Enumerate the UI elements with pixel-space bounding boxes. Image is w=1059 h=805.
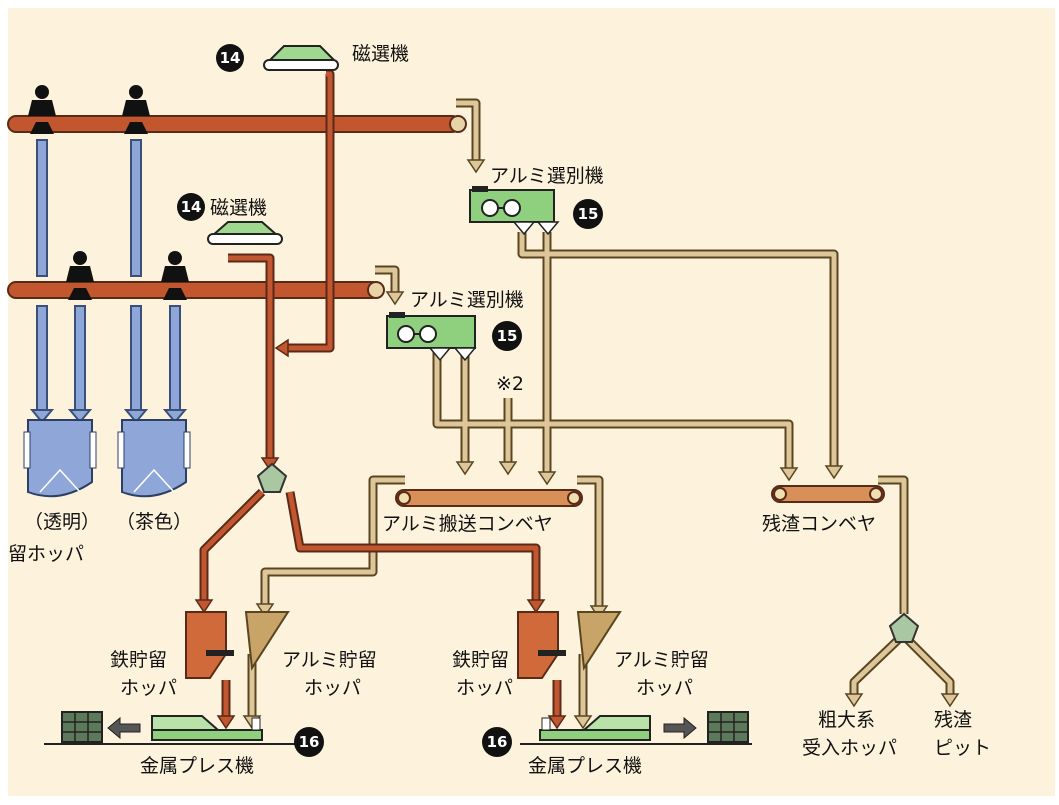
lower-sorting-conveyor <box>7 281 385 299</box>
label-residue-pit-2: ピット <box>934 737 991 759</box>
label-aluminium-hopper-right-1: アルミ貯留 <box>614 649 709 671</box>
svg-text:15: 15 <box>578 205 599 223</box>
label-aluminium-hopper-right-2: ホッパ <box>636 677 693 699</box>
tan-flow-lines <box>249 100 953 716</box>
iron-flow-lines <box>201 71 560 716</box>
storage-hopper-icon <box>244 611 290 671</box>
magnetic-separator-icon <box>263 45 339 71</box>
magnetic-separator-icon <box>207 221 283 245</box>
label-coarse-line-2: 受入ホッパ <box>802 737 897 759</box>
badge-15-mid: 15 <box>492 321 522 351</box>
svg-text:16: 16 <box>487 733 508 751</box>
svg-text:15: 15 <box>497 327 518 345</box>
badge-16-left: 16 <box>294 727 324 757</box>
label-residue-conveyor: 残渣コンベヤ <box>762 513 876 535</box>
svg-text:14: 14 <box>181 198 202 216</box>
label-iron-hopper-right-1: 鉄貯留 <box>452 649 509 671</box>
storage-hopper-icon <box>517 611 566 679</box>
residue-splitter <box>888 612 920 643</box>
label-magnetic-separator-mid: 磁選機 <box>210 197 267 219</box>
aluminium-transfer-conveyor <box>395 489 583 507</box>
bale-icon <box>61 711 103 743</box>
storage-hopper-icon <box>185 611 234 679</box>
glass-flow-lines <box>29 139 188 424</box>
label-aluminium-separator-top: アルミ選別機 <box>490 165 604 187</box>
label-aluminium-hopper-left-1: アルミ貯留 <box>282 649 377 671</box>
label-iron-hopper-left-2: ホッパ <box>120 677 177 699</box>
storage-hopper-icon <box>576 611 622 671</box>
svg-text:14: 14 <box>220 49 241 67</box>
label-brown-glass: （茶色） <box>116 511 192 533</box>
label-magnetic-separator-top: 磁選機 <box>352 43 409 65</box>
metal-press-icon <box>520 715 752 745</box>
upper-sorting-conveyor <box>7 115 467 133</box>
worker-icon <box>28 85 56 134</box>
metal-press-icon <box>44 715 300 745</box>
aluminium-separator-icon <box>469 186 560 236</box>
label-residue-pit-1: 残渣 <box>934 709 972 731</box>
label-metal-press-right: 金属プレス機 <box>528 755 642 777</box>
glass-bin-brown <box>117 419 191 498</box>
worker-icon <box>66 251 94 300</box>
label-iron-hopper-left-1: 鉄貯留 <box>110 649 167 671</box>
svg-text:16: 16 <box>299 733 320 751</box>
label-note-2: ※2 <box>496 373 524 395</box>
label-hopper-partial: 留ホッパ <box>8 543 84 565</box>
label-aluminium-hopper-left-2: ホッパ <box>304 677 361 699</box>
badge-14-top: 14 <box>216 44 244 72</box>
label-clear-glass: （透明） <box>24 511 100 533</box>
aluminium-separator-icon <box>386 312 477 362</box>
label-aluminium-conveyor: アルミ搬送コンベヤ <box>382 513 553 535</box>
label-metal-press-left: 金属プレス機 <box>140 755 254 777</box>
badge-16-right: 16 <box>482 727 512 757</box>
label-aluminium-separator-mid: アルミ選別機 <box>410 289 524 311</box>
badge-15-top: 15 <box>573 199 603 229</box>
bale-icon <box>707 711 749 743</box>
label-coarse-line-1: 粗大系 <box>818 709 875 731</box>
output-arrow-right-icon <box>663 716 697 740</box>
label-iron-hopper-right-2: ホッパ <box>456 677 513 699</box>
badge-14-mid: 14 <box>177 193 205 221</box>
glass-bin-clear <box>23 419 97 498</box>
worker-icon <box>122 85 150 134</box>
output-arrow-left-icon <box>107 716 141 740</box>
residue-conveyor <box>771 485 885 503</box>
iron-arrowheads <box>194 338 567 730</box>
iron-splitter <box>256 462 288 493</box>
worker-icon <box>161 251 189 300</box>
